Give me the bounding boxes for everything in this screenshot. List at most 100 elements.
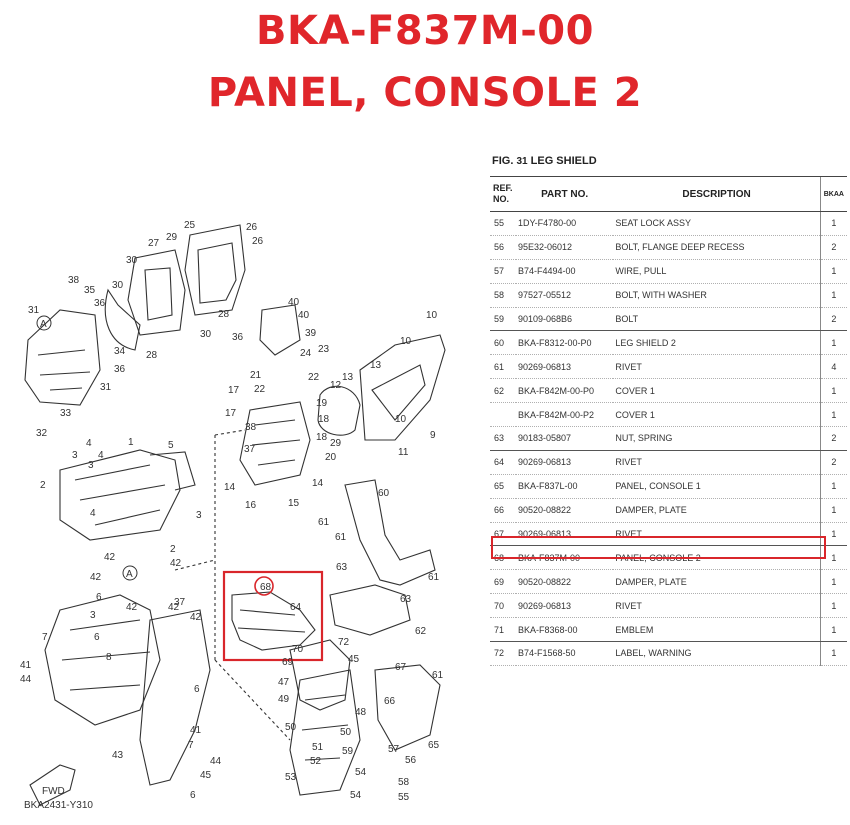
svg-text:A: A	[126, 569, 133, 580]
svg-text:20: 20	[325, 452, 337, 463]
svg-text:60: 60	[378, 488, 390, 499]
svg-text:3: 3	[196, 510, 202, 521]
quantity-cell: 1	[819, 211, 847, 236]
svg-text:17: 17	[228, 385, 240, 396]
figure-number: 31	[516, 156, 528, 167]
svg-text:3: 3	[72, 450, 78, 461]
quantity-cell: 2	[819, 307, 847, 332]
description-cell: BOLT	[613, 307, 821, 332]
ref-cell: 67	[490, 522, 516, 547]
svg-text:37: 37	[244, 444, 256, 455]
ref-cell: 58	[490, 283, 516, 308]
svg-text:36: 36	[232, 332, 244, 343]
ref-cell: 62	[490, 378, 516, 404]
svg-text:45: 45	[200, 770, 212, 781]
svg-text:31: 31	[100, 382, 112, 393]
svg-text:38: 38	[68, 275, 80, 286]
svg-text:50: 50	[340, 727, 352, 738]
svg-text:29: 29	[166, 232, 178, 243]
svg-text:48: 48	[355, 707, 367, 718]
description-cell: SEAT LOCK ASSY	[613, 211, 821, 236]
quantity-cell: 1	[819, 283, 847, 308]
part-number-cell: 95E32-06012	[515, 235, 614, 260]
svg-text:A: A	[40, 319, 47, 330]
quantity-cell: 1	[819, 641, 847, 666]
svg-text:54: 54	[350, 790, 362, 801]
svg-text:26: 26	[246, 222, 258, 233]
svg-text:42: 42	[168, 602, 180, 613]
svg-text:72: 72	[338, 637, 350, 648]
svg-text:61: 61	[318, 517, 330, 528]
svg-text:59: 59	[342, 746, 354, 757]
svg-text:16: 16	[245, 500, 257, 511]
svg-text:36: 36	[114, 364, 126, 375]
ref-cell: 70	[490, 593, 516, 619]
quantity-cell: 4	[819, 354, 847, 380]
svg-text:41: 41	[190, 725, 202, 736]
exploded-parts-diagram: 68 64 69 70 63 63 62 72 45 67 61 66 65 5…	[0, 140, 480, 820]
svg-text:54: 54	[355, 767, 367, 778]
svg-text:13: 13	[370, 360, 382, 371]
svg-text:42: 42	[90, 572, 102, 583]
svg-text:56: 56	[405, 755, 417, 766]
svg-text:6: 6	[96, 592, 102, 603]
svg-text:2: 2	[40, 480, 46, 491]
quantity-cell: 1	[819, 378, 847, 404]
svg-text:42: 42	[126, 602, 138, 613]
svg-text:52: 52	[310, 756, 322, 767]
ref-cell: 71	[490, 617, 516, 643]
ref-cell: 69	[490, 569, 516, 595]
svg-text:17: 17	[225, 408, 237, 419]
svg-text:70: 70	[292, 644, 304, 655]
svg-text:42: 42	[170, 558, 182, 569]
svg-text:40: 40	[298, 310, 310, 321]
svg-text:31: 31	[28, 305, 40, 316]
svg-text:68: 68	[260, 582, 272, 593]
svg-text:44: 44	[210, 756, 222, 767]
svg-text:47: 47	[278, 677, 290, 688]
parts-list: FIG. 31 LEG SHIELD REF. NO. PART NO. DES…	[490, 150, 850, 820]
description-cell: RIVET	[613, 354, 821, 380]
svg-text:61: 61	[428, 572, 440, 583]
svg-text:21: 21	[250, 370, 262, 381]
svg-text:4: 4	[98, 450, 104, 461]
svg-text:24: 24	[300, 348, 312, 359]
ref-cell: 72	[490, 641, 516, 666]
part-number-cell: BKA-F8312-00-P0	[515, 330, 614, 356]
quantity-cell: 1	[819, 474, 847, 499]
svg-text:18: 18	[316, 432, 328, 443]
description-cell: EMBLEM	[613, 617, 821, 643]
part-number-cell: BKA-F842M-00-P0	[515, 378, 614, 404]
svg-text:11: 11	[398, 447, 409, 458]
quantity-cell: 2	[819, 450, 847, 475]
ref-cell: 59	[490, 307, 516, 332]
col-qty: BKAA	[819, 176, 847, 212]
svg-text:30: 30	[200, 329, 212, 340]
col-part-no: PART NO.	[515, 176, 614, 212]
svg-text:57: 57	[388, 744, 400, 755]
svg-text:23: 23	[318, 344, 330, 355]
svg-text:8: 8	[106, 652, 112, 663]
svg-text:65: 65	[428, 740, 440, 751]
svg-text:38: 38	[245, 422, 257, 433]
part-number-title: BKA-F837M-00	[256, 8, 594, 54]
ref-cell: 60	[490, 330, 516, 356]
svg-text:28: 28	[218, 309, 230, 320]
description-cell: BOLT, FLANGE DEEP RECESS	[613, 235, 821, 260]
description-cell: LEG SHIELD 2	[613, 330, 821, 356]
svg-text:40: 40	[288, 297, 300, 308]
part-number-cell: B74-F1568-50	[515, 641, 614, 666]
description-cell: LABEL, WARNING	[613, 641, 821, 666]
svg-text:10: 10	[400, 336, 412, 347]
svg-text:9: 9	[430, 430, 436, 441]
svg-text:22: 22	[254, 384, 266, 395]
col-ref: REF. NO.	[490, 176, 516, 212]
